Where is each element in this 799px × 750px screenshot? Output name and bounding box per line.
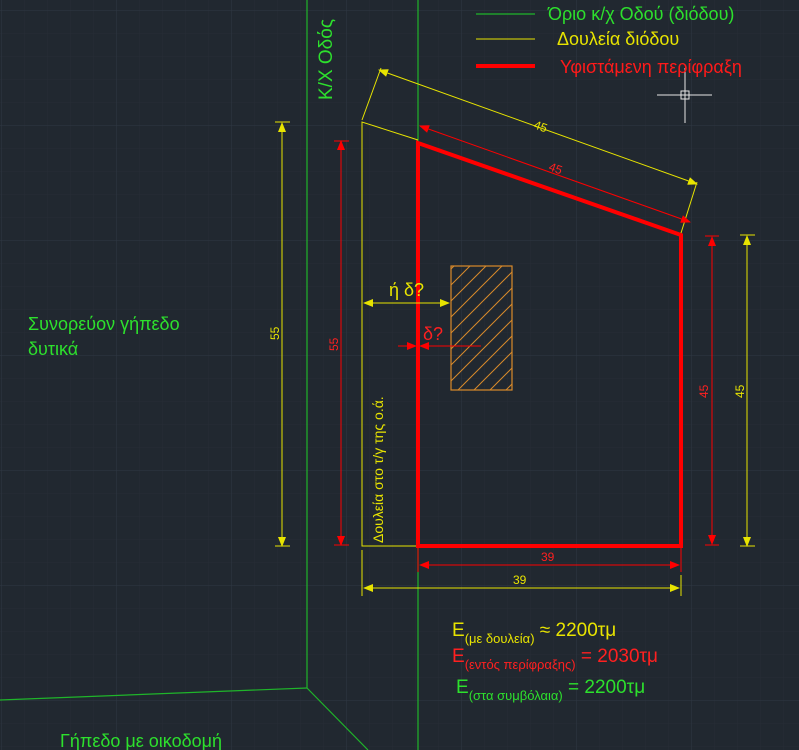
area-in-contracts-sub: (στα συμβόλαια) [469, 688, 563, 703]
area-annotations: E(με δουλεία) ≈ 2200τμ E(εντός περίφραξη… [452, 620, 658, 703]
area-inside-fence-value: = 2030τμ [576, 646, 658, 667]
area-in-contracts: E(στα συμβόλαια) = 2200τμ [456, 677, 645, 703]
plot-with-building-label: Γήπεδο με οικοδομή [60, 731, 222, 750]
dim-right-inner-value: 45 [697, 384, 711, 398]
dim-question-or-delta: ή δ? [363, 280, 450, 307]
dim-right-inner: 45 [697, 235, 719, 546]
legend-fence-label: Υφιστάμενη περίφραξη [560, 57, 742, 77]
dim-slanted-inner-value: 45 [547, 160, 565, 178]
area-with-easement-value: ≈ 2200τμ [535, 620, 617, 641]
dim-left-outer: 55 [268, 121, 290, 547]
dim-right-outer: 45 [733, 234, 755, 547]
area-with-easement-sub: (με δουλεία) [465, 631, 535, 646]
neighbor-west-label-line2: δυτικά [28, 339, 78, 359]
dim-bottom-inner-value: 39 [541, 550, 555, 564]
dim-bottom-inner: 39 [417, 546, 682, 572]
legend-easement-label: Δουλεία διόδου [557, 29, 679, 49]
dim-bottom-outer: 39 [361, 550, 682, 596]
easement-note-label: Δουλεία στο τ/γ της ο.ά. [370, 396, 386, 543]
question-delta-label: δ? [423, 324, 443, 344]
building-hatch [450, 265, 513, 391]
area-in-contracts-value: = 2200τμ [563, 677, 645, 698]
dim-question-delta: δ? [398, 324, 481, 350]
area-inside-fence-sub: (εντός περίφραξης) [465, 657, 576, 672]
area-with-easement: E(με δουλεία) ≈ 2200τμ [452, 620, 616, 646]
legend-road-limit-label: Όριο κ/χ Οδού (διόδου) [547, 4, 734, 24]
dim-left-inner: 55 [327, 140, 349, 546]
dim-slanted-inner: 45 [419, 125, 691, 223]
dim-left-outer-value: 55 [268, 326, 282, 340]
dim-bottom-outer-value: 39 [513, 573, 527, 587]
dim-right-outer-value: 45 [733, 384, 747, 398]
road-name-label: Κ/Χ Οδός [316, 19, 337, 100]
area-inside-fence-prefix: E [452, 646, 465, 667]
neighbor-west-label-line1: Συνορεύον γήπεδο [28, 314, 180, 334]
question-or-delta-label: ή δ? [389, 280, 424, 300]
area-with-easement-prefix: E [452, 620, 465, 641]
area-in-contracts-prefix: E [456, 677, 469, 698]
dim-left-inner-value: 55 [327, 337, 341, 351]
area-inside-fence: E(εντός περίφραξης) = 2030τμ [452, 646, 658, 672]
